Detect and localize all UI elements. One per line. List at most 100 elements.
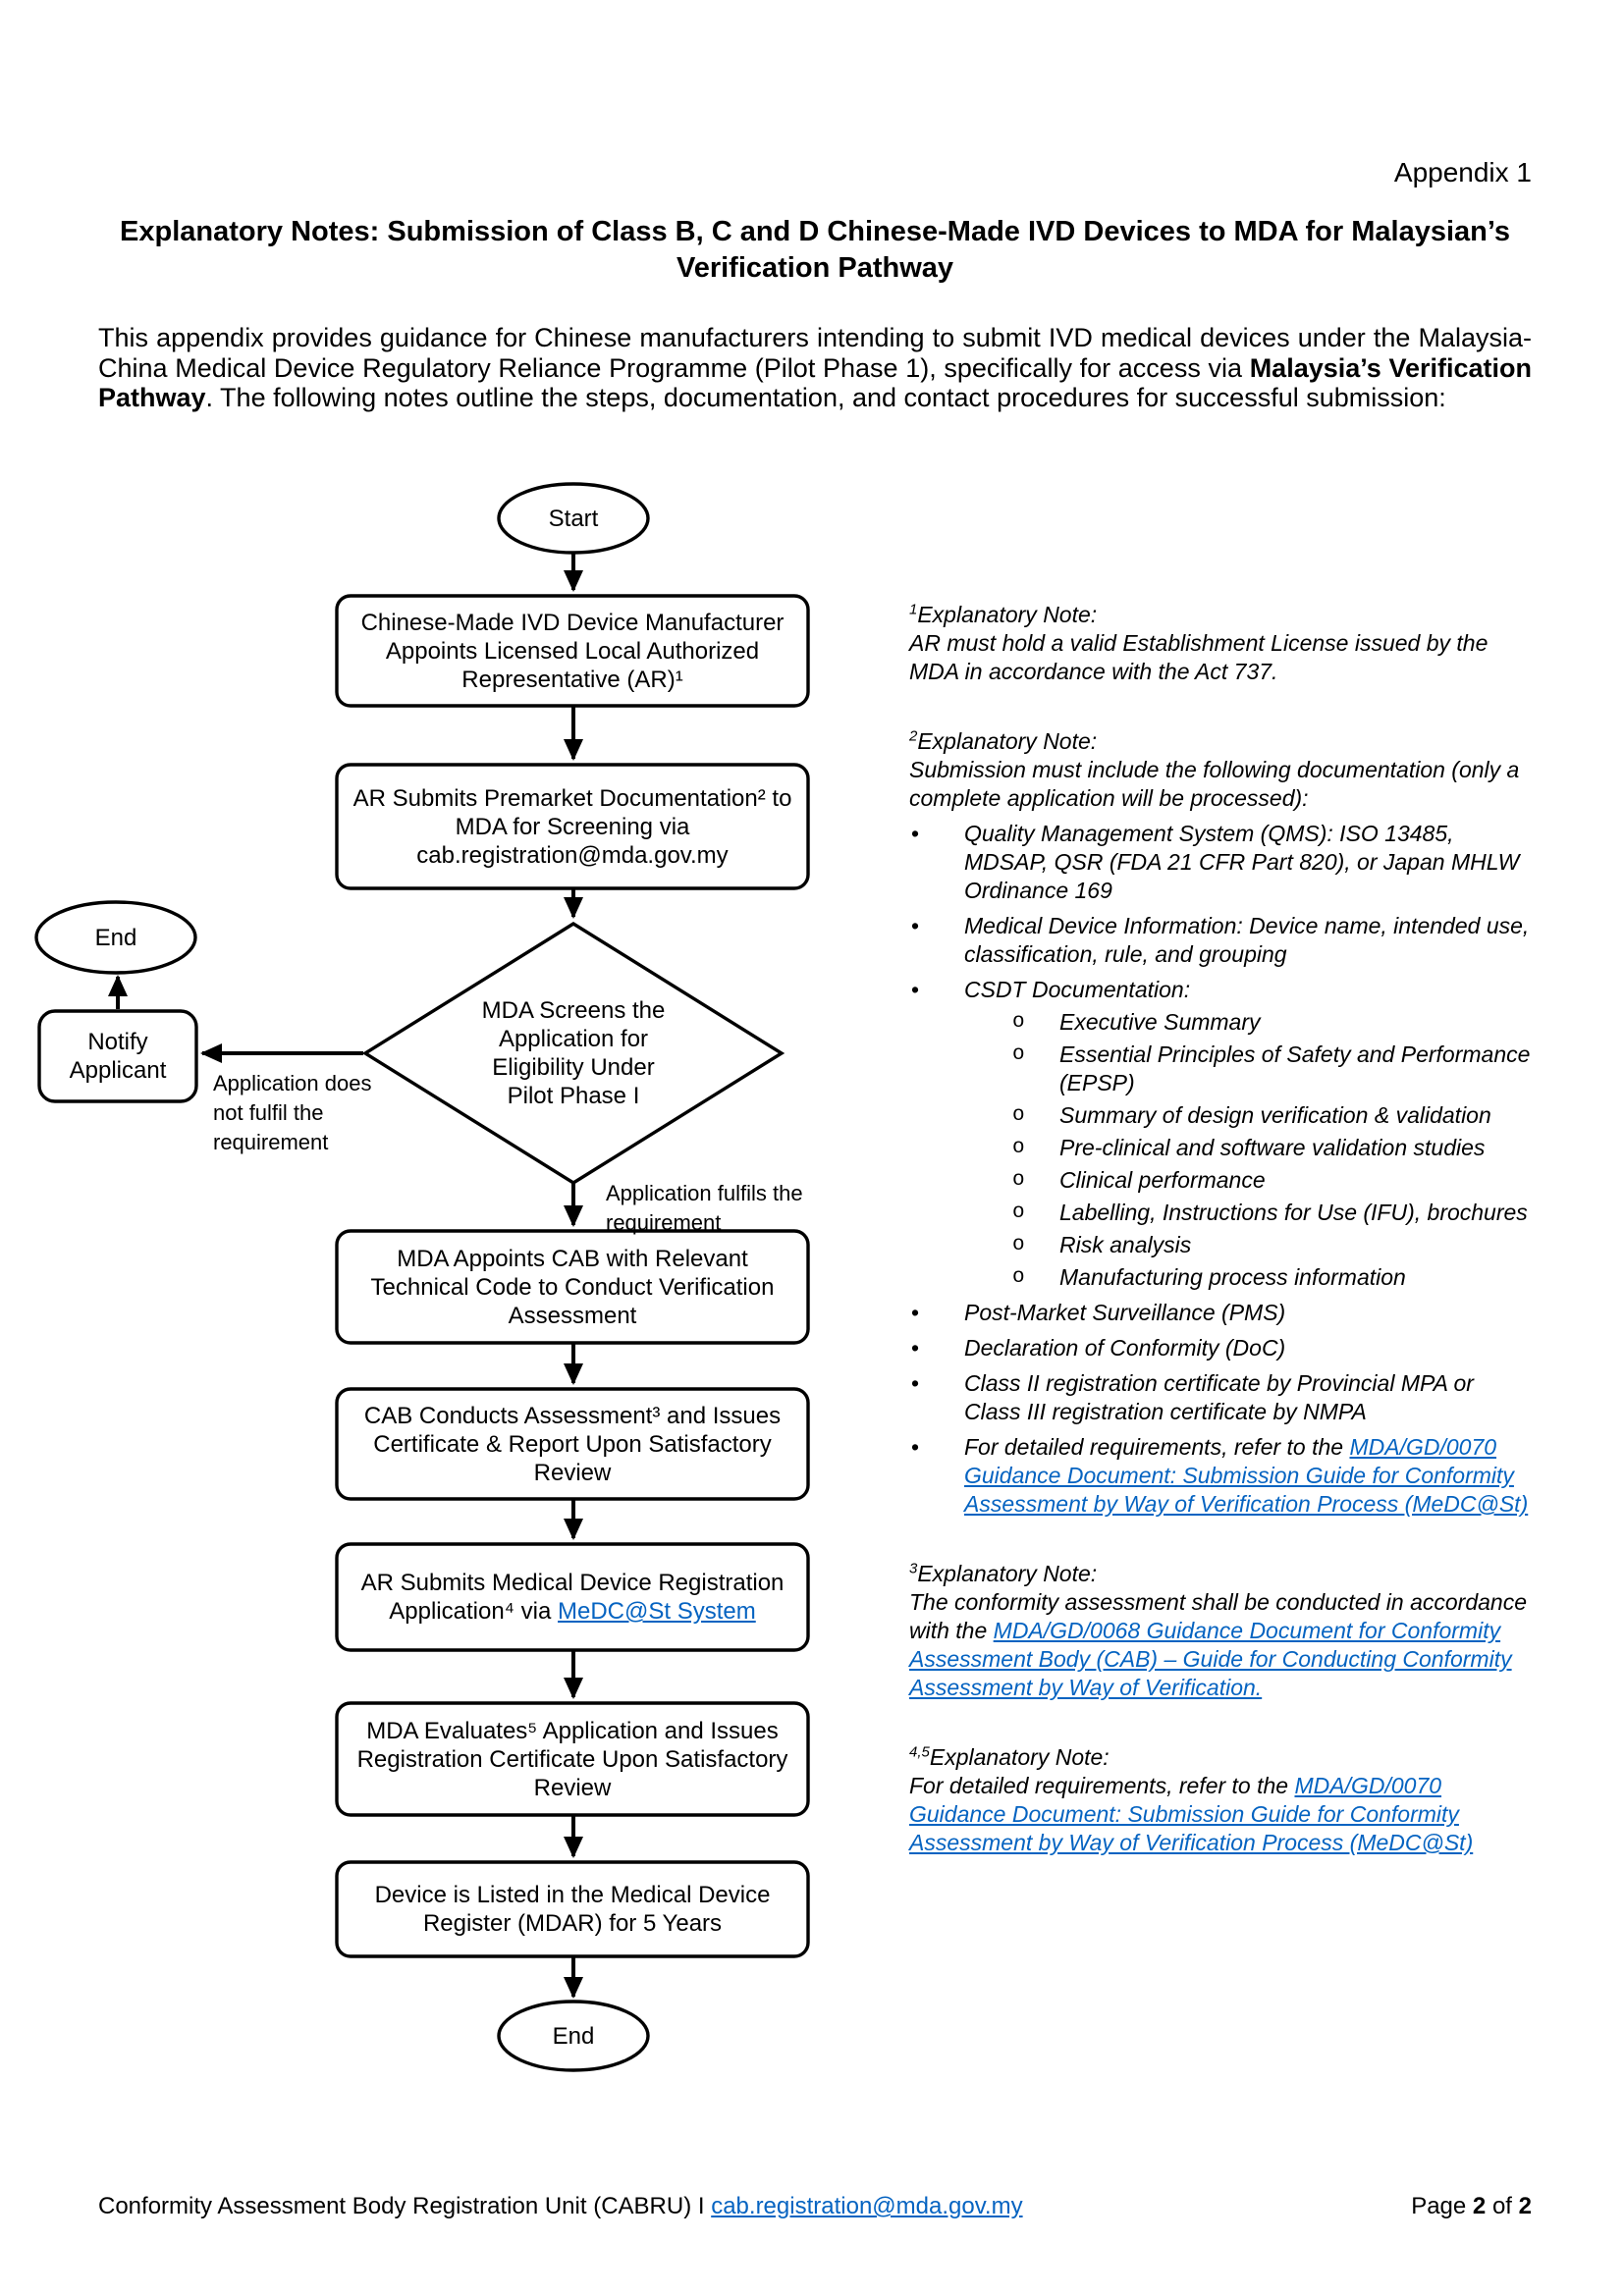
intro-paragraph: This appendix provides guidance for Chin… (98, 323, 1532, 413)
footer-page-indicator: Page 2 of 2 (1411, 2193, 1532, 2220)
bullet-icon: • (911, 821, 920, 846)
box-ar-registration-line2-pre: Application⁴ via (389, 1598, 558, 1625)
note-3: 3Explanatory Note: The conformity assess… (909, 1560, 1532, 1702)
page-title-line2: Verification Pathway (676, 252, 954, 284)
branch-label-not-fulfil: Application does not fulfil the requirem… (213, 1069, 400, 1157)
mda-gd-0070-link[interactable]: MDA/GD/0070 Guidance Document: Submissio… (964, 1434, 1529, 1517)
ref-pre-text: For detailed requirements, refer to the (964, 1434, 1350, 1460)
note-4-5-heading: 4,5Explanatory Note: (909, 1743, 1532, 1772)
box-cab-assessment-label: CAB Conducts Assessment³ and Issues Cert… (337, 1389, 808, 1499)
decision-line4: Pilot Phase I (507, 1083, 640, 1109)
sub-bullet-icon: o (1012, 1169, 1025, 1192)
box-mda-evaluates-line2: Registration Certificate Upon Satisfacto… (356, 1745, 788, 1773)
list-item-mdi: •Medical Device Information: Device name… (909, 912, 1532, 969)
list-item-doc-text: Declaration of Conformity (DoC) (964, 1335, 1286, 1361)
list-item-qms: •Quality Management System (QMS): ISO 13… (909, 820, 1532, 905)
end-bottom-text: End (552, 2022, 595, 2050)
sub-item-text: Labelling, Instructions for Use (IFU), b… (1059, 1200, 1528, 1225)
note-3-pre-text: The conformity assessment shall be condu… (909, 1589, 1527, 1643)
sub-item-design-verification: o Summary of design verification & valida… (909, 1101, 1532, 1130)
box-device-listed-label: Device is Listed in the Medical Device R… (337, 1862, 808, 1956)
box-mda-evaluates-line1: MDA Evaluates⁵ Application and Issues (366, 1717, 779, 1744)
list-item-csdt: • CSDT Documentation: (909, 976, 1532, 1004)
intro-text-after: . The following notes outline the steps,… (205, 383, 1446, 412)
decision-line2: Application for (498, 1026, 649, 1052)
not-fulfil-line3: requirement (213, 1130, 329, 1154)
box-ar-registration-line1: AR Submits Medical Device Registration (360, 1570, 785, 1596)
box-appoint-ar-line2: Appoints Licensed Local Authorized (385, 637, 760, 665)
sub-item-risk-analysis: o Risk analysis (909, 1231, 1532, 1259)
notify-line2: Applicant (69, 1057, 167, 1084)
note-2-heading-text: Explanatory Note: (917, 728, 1098, 754)
box-mda-evaluates-line3: Review (533, 1774, 612, 1801)
sub-item-labelling: o Labelling, Instructions for Use (IFU), … (909, 1199, 1532, 1227)
note-2-heading: 2Explanatory Note: (909, 727, 1532, 756)
page-footer: Conformity Assessment Body Registration … (98, 2193, 1532, 2220)
decision-screening-label: MDA Screens the Application for Eligibil… (446, 992, 701, 1114)
page-title-line1: Explanatory Notes: Submission of Class B… (120, 216, 1510, 247)
note-2: 2Explanatory Note: Submission must inclu… (909, 727, 1532, 1519)
branch-label-fulfils: Application fulfils the requirement (606, 1179, 841, 1238)
start-node-label: Start (499, 484, 648, 553)
box-mda-evaluates-label: MDA Evaluates⁵ Application and Issues Re… (337, 1703, 808, 1815)
page-word: Page (1411, 2193, 1473, 2219)
mda-gd-0070-link-2[interactable]: MDA/GD/0070 Guidance Document: Submissio… (909, 1773, 1474, 1855)
sub-bullet-icon: o (1012, 1201, 1025, 1224)
list-item-pms: •Post-Market Surveillance (PMS) (909, 1299, 1532, 1327)
box-cab-assessment-line3: Review (533, 1459, 612, 1486)
box-appoint-cab-line1: MDA Appoints CAB with Relevant (397, 1245, 748, 1272)
box-notify-applicant-label: Notify Applicant (39, 1011, 196, 1101)
list-item-csdt-text: CSDT Documentation: (964, 977, 1191, 1002)
notify-line1: Notify (87, 1029, 148, 1055)
footer-email-link[interactable]: cab.registration@mda.gov.my (711, 2193, 1023, 2219)
sub-bullet-icon: o (1012, 1234, 1025, 1256)
mda-gd-0068-link[interactable]: MDA/GD/0068 Guidance Document for Confor… (909, 1618, 1512, 1700)
bullet-icon: • (911, 1434, 920, 1460)
sub-bullet-icon: o (1012, 1011, 1025, 1034)
box-cab-assessment-line2: Certificate & Report Upon Satisfactory (373, 1430, 772, 1458)
page-number: 2 (1472, 2193, 1487, 2219)
note-4-5: 4,5Explanatory Note: For detailed requir… (909, 1743, 1532, 1857)
sub-item-text: Manufacturing process information (1059, 1264, 1406, 1290)
note-3-body: The conformity assessment shall be condu… (909, 1588, 1532, 1702)
end-node-bottom-label: End (499, 2002, 648, 2070)
note-3-heading: 3Explanatory Note: (909, 1560, 1532, 1588)
sub-item-text: Clinical performance (1059, 1167, 1266, 1193)
end-left-text: End (94, 924, 137, 951)
start-text: Start (548, 505, 599, 532)
end-node-left-label: End (36, 903, 195, 972)
bullet-icon: • (911, 1335, 920, 1361)
sub-item-executive-summary: o Executive Summary (909, 1008, 1532, 1037)
sub-item-text: Essential Principles of Safety and Perfo… (1059, 1041, 1531, 1095)
not-fulfil-line1: Application does (213, 1071, 372, 1095)
sub-item-text: Executive Summary (1059, 1009, 1261, 1035)
note-1-heading-text: Explanatory Note: (917, 602, 1098, 627)
note-1: 1Explanatory Note: AR must hold a valid … (909, 601, 1532, 686)
note-1-body: AR must hold a valid Establishment Licen… (909, 630, 1489, 684)
footer-unit-text: Conformity Assessment Body Registration … (98, 2193, 712, 2219)
sub-bullet-icon: o (1012, 1104, 1025, 1127)
note-4-5-heading-text: Explanatory Note: (929, 1744, 1110, 1770)
sub-item-text: Pre-clinical and software validation stu… (1059, 1135, 1486, 1160)
medcst-system-link[interactable]: MeDC@St System (558, 1598, 756, 1625)
decision-line1: MDA Screens the (481, 997, 666, 1024)
sub-item-epsp: o Essential Principles of Safety and Perf… (909, 1041, 1532, 1097)
note-2-intro: Submission must include the following do… (909, 757, 1520, 811)
of-word: of (1486, 2193, 1519, 2219)
not-fulfil-line2: not fulfil the (213, 1100, 324, 1125)
sub-bullet-icon: o (1012, 1266, 1025, 1289)
list-item-doc: • Declaration of Conformity (DoC) (909, 1334, 1532, 1362)
bullet-icon: • (911, 977, 920, 1002)
sub-item-text: Risk analysis (1059, 1232, 1192, 1257)
footer-unit: Conformity Assessment Body Registration … (98, 2193, 1023, 2220)
sub-item-text: Summary of design verification & validat… (1059, 1102, 1491, 1128)
box-device-listed-line2: Register (MDAR) for 5 Years (422, 1910, 723, 1937)
list-item-pms-text: Post-Market Surveillance (PMS) (964, 1300, 1286, 1325)
box-cab-assessment-line1: CAB Conducts Assessment³ and Issues (363, 1402, 782, 1429)
note-2-sup: 2 (909, 727, 918, 745)
sub-bullet-icon: o (1012, 1043, 1025, 1066)
list-item-detailed-requirements: • For detailed requirements, refer to the… (909, 1433, 1532, 1519)
box-submit-premarket-line3: cab.registration@mda.gov.my (416, 841, 729, 869)
note-4-5-pre-text: For detailed requirements, refer to the (909, 1773, 1295, 1798)
